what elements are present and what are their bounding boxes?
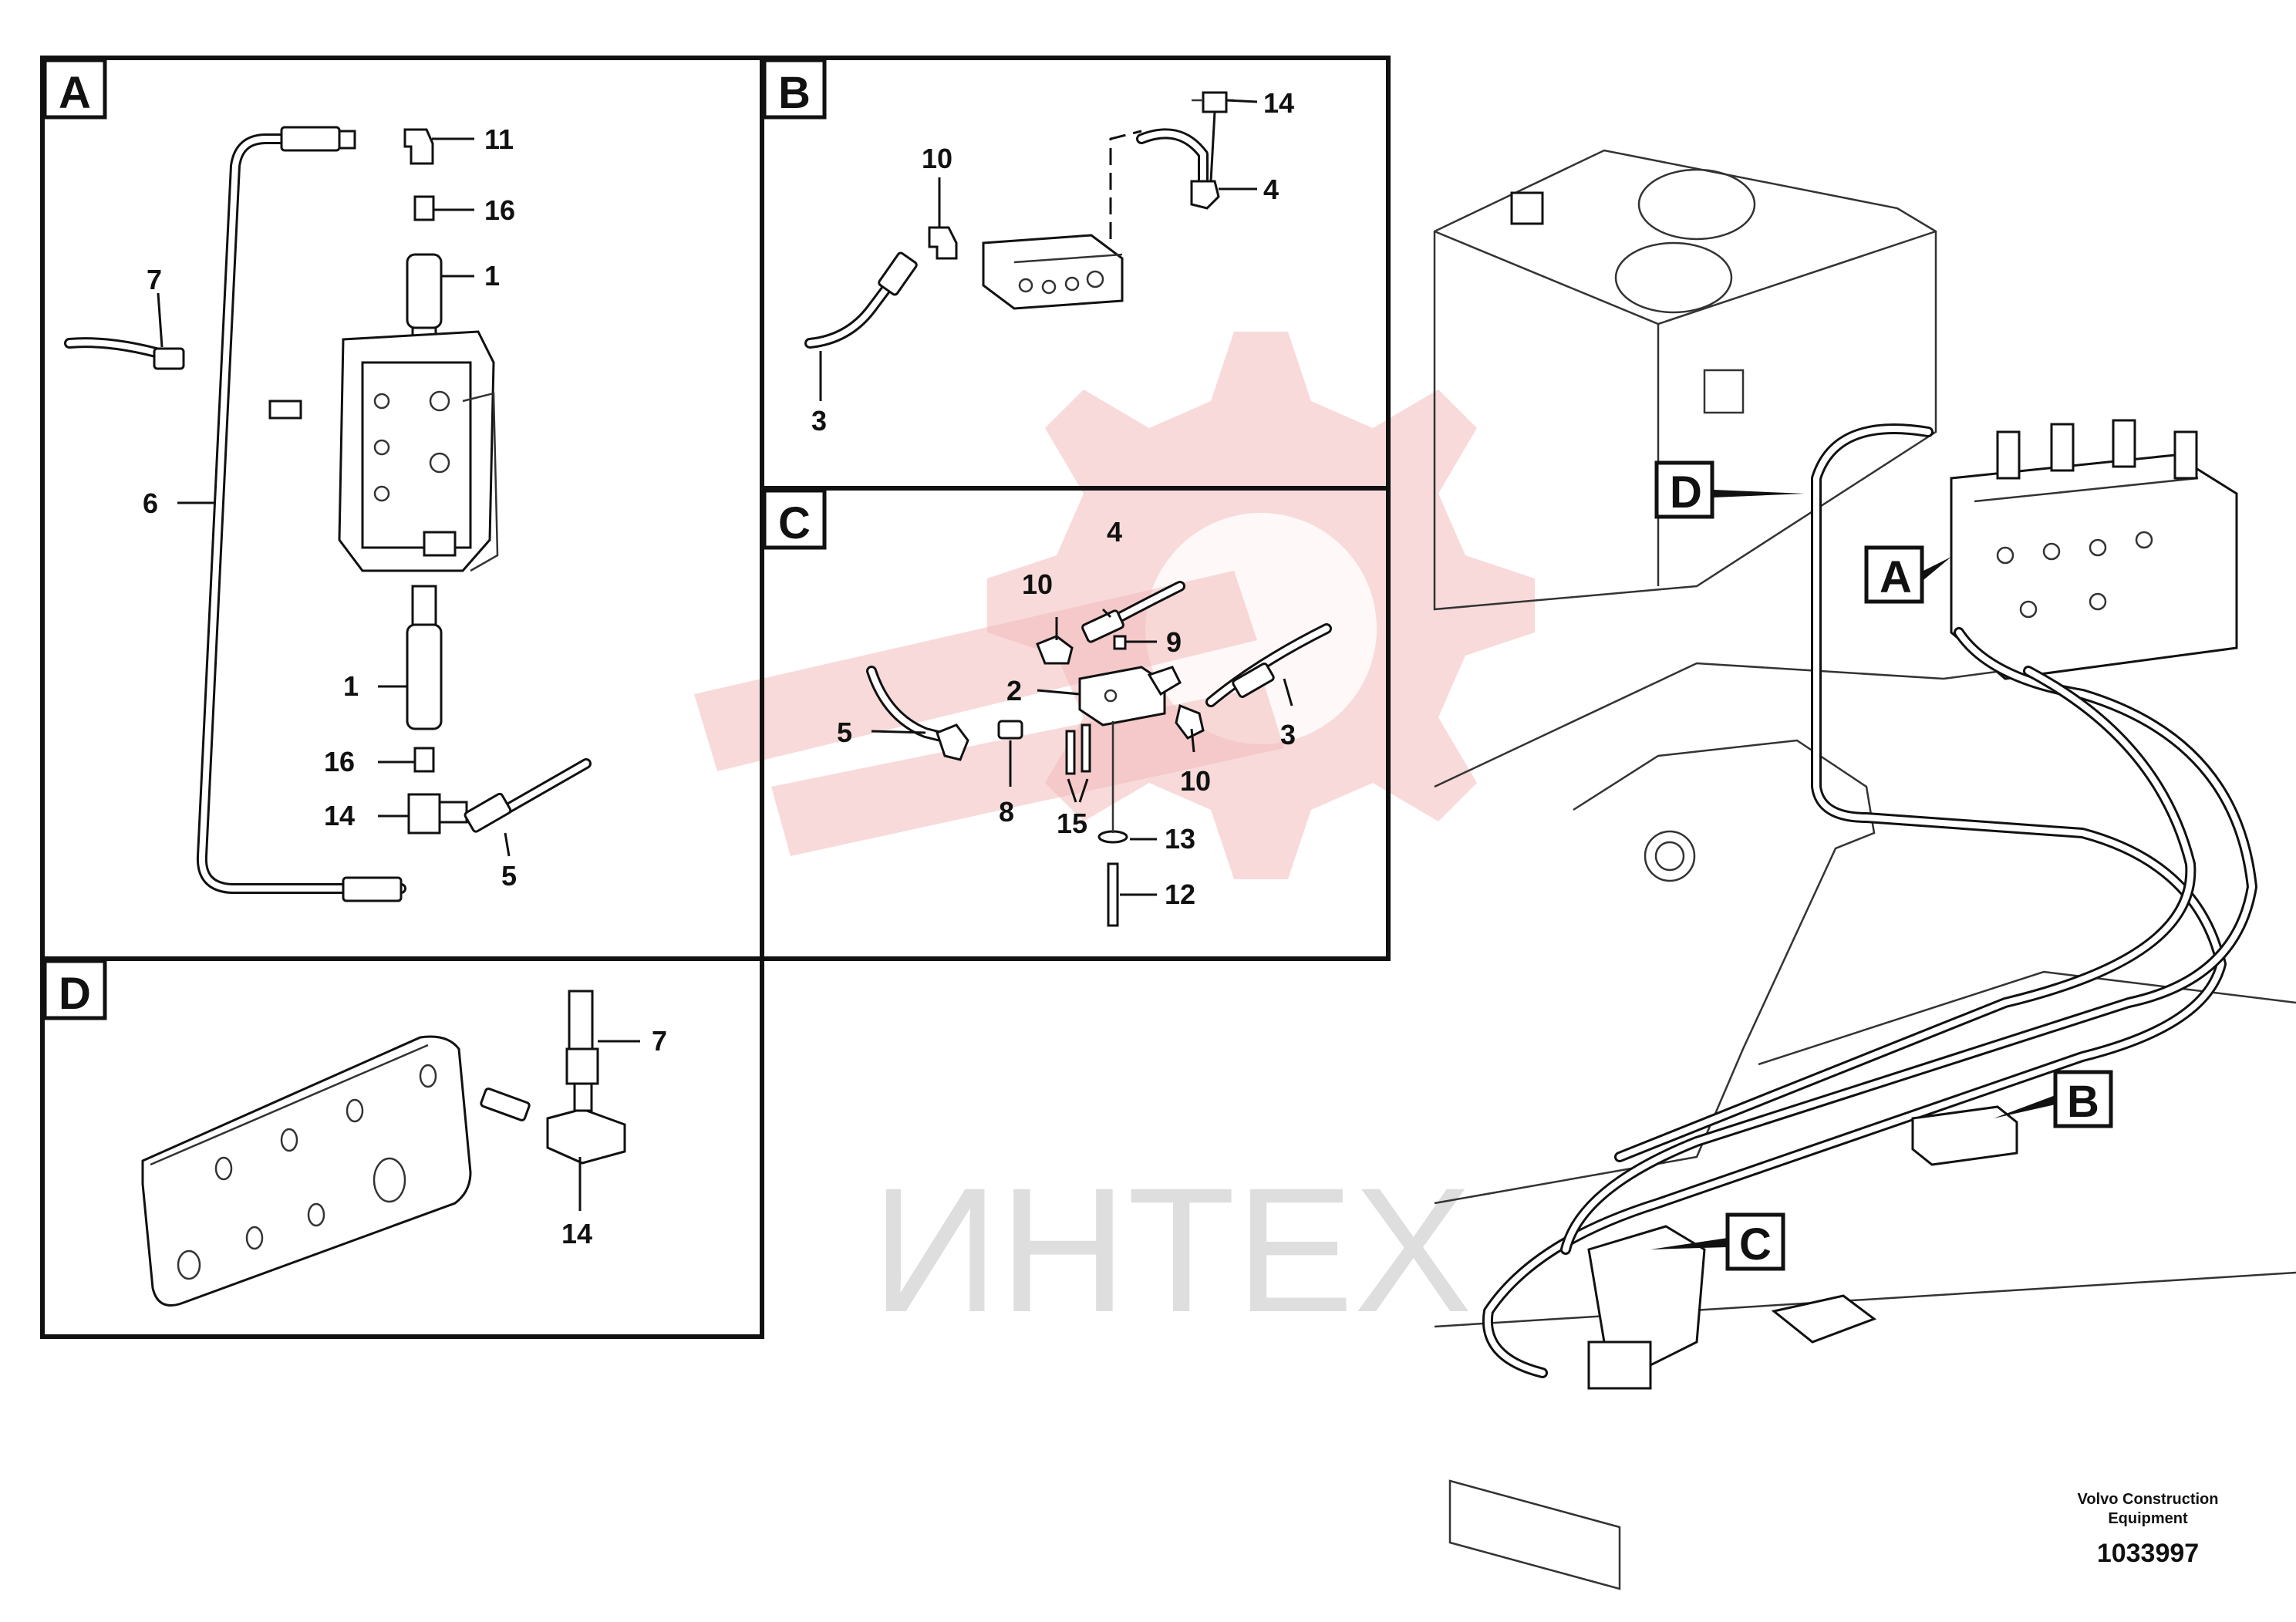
panel-b-tag: B bbox=[762, 58, 827, 120]
watermark-text: ИНТЕХ bbox=[872, 1151, 1472, 1349]
panel-a-drawing bbox=[64, 126, 592, 902]
callout: 5 bbox=[501, 860, 517, 892]
svg-text:D: D bbox=[1670, 467, 1702, 518]
panel-c-tag: C bbox=[762, 488, 827, 550]
svg-text:D: D bbox=[59, 969, 91, 1019]
callout: 15 bbox=[1057, 808, 1087, 839]
document-id: 1033997 bbox=[2097, 1539, 2199, 1568]
callout: 8 bbox=[999, 796, 1014, 828]
panel-d-drawing bbox=[141, 990, 640, 1307]
panel-a-tag: A bbox=[42, 58, 107, 120]
callout: 10 bbox=[922, 143, 952, 174]
callout: 1 bbox=[484, 260, 500, 292]
svg-text:B: B bbox=[778, 68, 811, 118]
panel-d-tag: D bbox=[42, 959, 107, 1020]
panel-c-callouts: 4 10 9 2 5 3 10 8 15 13 12 bbox=[837, 516, 1296, 910]
callout: 14 bbox=[324, 800, 355, 831]
callout: 16 bbox=[324, 746, 355, 777]
callout: 10 bbox=[1180, 765, 1211, 797]
svg-text:B: B bbox=[2067, 1077, 2099, 1127]
callout: 7 bbox=[652, 1025, 667, 1057]
callout: 14 bbox=[561, 1218, 592, 1249]
svg-text:A: A bbox=[59, 68, 91, 118]
callout: 11 bbox=[484, 123, 514, 155]
callout: 7 bbox=[147, 264, 162, 295]
callout: 14 bbox=[1263, 87, 1294, 119]
svg-text:C: C bbox=[778, 498, 811, 548]
panel-d-frame bbox=[40, 956, 764, 1339]
callout: 1 bbox=[343, 670, 359, 702]
panel-b-drawing bbox=[804, 91, 1258, 401]
panel-b-callouts: 14 10 4 3 bbox=[811, 87, 1294, 437]
overview-marker-d: D bbox=[1654, 460, 1805, 519]
callout: 12 bbox=[1165, 878, 1195, 910]
svg-text:C: C bbox=[1739, 1219, 1772, 1270]
svg-text:A: A bbox=[1880, 552, 1912, 602]
callout: 4 bbox=[1107, 516, 1122, 548]
callout: 3 bbox=[1280, 719, 1296, 750]
overview-machine bbox=[1433, 149, 2296, 1590]
callout: 5 bbox=[837, 717, 852, 748]
callout: 2 bbox=[1006, 675, 1022, 706]
callout: 3 bbox=[811, 405, 827, 437]
panel-d-callouts: 7 14 bbox=[561, 1025, 667, 1249]
callout: 10 bbox=[1022, 568, 1053, 600]
callout: 16 bbox=[484, 194, 515, 226]
callout: 13 bbox=[1165, 823, 1195, 855]
footer: Volvo Construction Equipment 1033997 bbox=[2078, 1491, 2219, 1568]
overview-marker-b: B bbox=[1994, 1070, 2113, 1128]
credit-line-1: Volvo Construction bbox=[2078, 1491, 2219, 1508]
panel-a-callouts: 11 16 1 7 6 1 16 14 5 bbox=[143, 123, 517, 892]
overview-marker-a: A bbox=[1864, 545, 1951, 604]
credit-line-2: Equipment bbox=[2108, 1510, 2188, 1527]
callout: 9 bbox=[1166, 626, 1182, 658]
overview-marker-c: C bbox=[1650, 1212, 1785, 1271]
panel-c-drawing bbox=[866, 581, 1332, 927]
callout: 4 bbox=[1263, 174, 1279, 205]
panel-c-frame bbox=[760, 486, 1391, 961]
callout: 6 bbox=[143, 487, 158, 519]
